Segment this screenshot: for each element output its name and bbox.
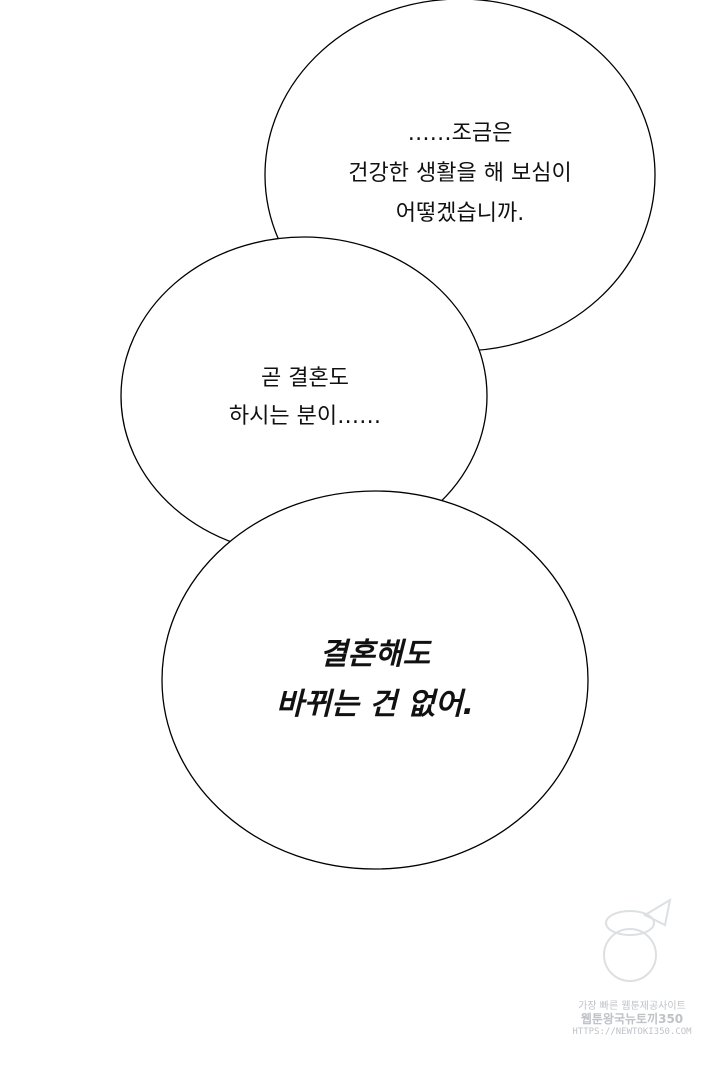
- watermark-line-2: 웹툰왕국뉴토끼350: [580, 1012, 684, 1026]
- bubble-3-text: 결혼해도 바뀌는 건 없어.: [276, 630, 474, 730]
- bubble-2-line: 곧 결혼도: [261, 366, 349, 391]
- bubble-1-text: ……조금은 건강한 생활을 해 보심이 어떻겠습니까.: [348, 114, 571, 234]
- bubble-3-line: 결혼해도: [319, 637, 431, 672]
- watermark-line-1: 가장 빠른 웹툰제공사이트: [578, 1001, 686, 1012]
- bubble-2-text: 곧 결혼도 하시는 분이……: [229, 360, 381, 436]
- bubble-3-line: 바뀌는 건 없어.: [276, 687, 474, 722]
- bubble-1-line: 건강한 생활을 해 보심이: [348, 161, 572, 186]
- speech-bubble-3: [161, 490, 589, 870]
- watermark: 가장 빠른 웹툰제공사이트 웹툰왕국뉴토끼350 HTTPS://NEWTOKI…: [552, 1000, 712, 1039]
- bubble-1-line: 어떻겠습니까.: [395, 201, 525, 226]
- bubble-2-line: 하시는 분이……: [228, 404, 382, 429]
- watermark-mascot-icon: [603, 897, 672, 982]
- bubble-1-line: ……조금은: [407, 121, 513, 146]
- watermark-line-3: HTTPS://NEWTOKI350.COM: [572, 1027, 692, 1037]
